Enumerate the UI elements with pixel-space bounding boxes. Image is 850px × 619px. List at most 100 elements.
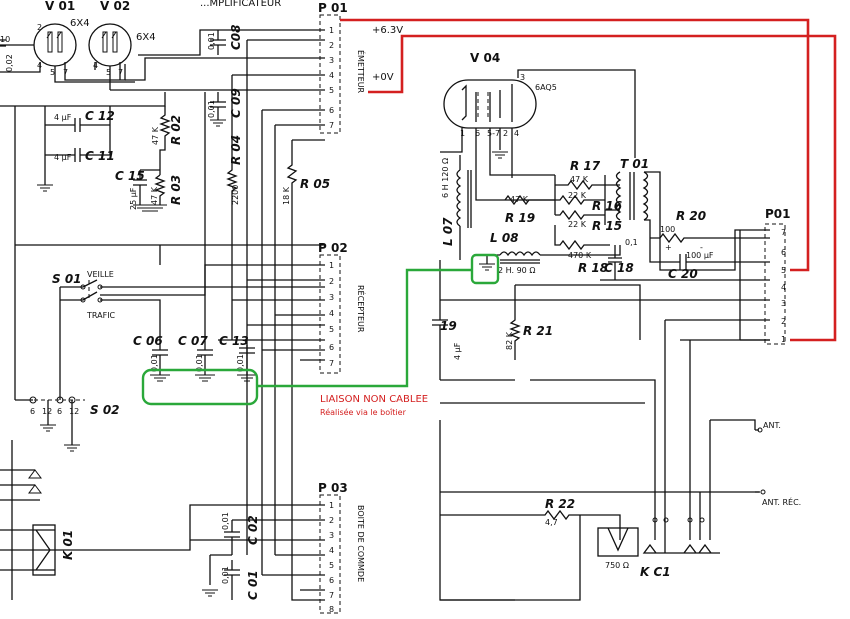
svg-text:4: 4	[329, 71, 334, 80]
tube-v04: V 04 6AQ5 3 1 6 5-7 2 4	[440, 51, 636, 201]
svg-text:4: 4	[329, 309, 334, 318]
green-link	[257, 268, 472, 388]
resistor-750: 750 Ω	[597, 527, 639, 570]
v02-label: V 02	[100, 0, 130, 13]
label-0v: +0V	[372, 72, 394, 83]
svg-text:18 K: 18 K	[282, 186, 291, 205]
svg-text:6 H 120 Ω: 6 H 120 Ω	[441, 158, 450, 198]
connector-p02: P 02 1 2 3 4 5 6 7 RÉCEPTEUR	[318, 241, 367, 374]
svg-text:P 01: P 01	[318, 1, 348, 15]
svg-text:3: 3	[520, 73, 525, 82]
svg-text:7: 7	[781, 228, 786, 237]
svg-text:C 12: C 12	[85, 109, 115, 123]
svg-text:6: 6	[57, 407, 62, 416]
svg-text:1: 1	[329, 501, 334, 510]
svg-text:R 04: R 04	[229, 135, 243, 165]
r02: 47 K R 02	[151, 106, 183, 175]
svg-text:C 20: C 20	[668, 267, 698, 281]
svg-text:1: 1	[329, 26, 334, 35]
r03-c15: C 15 25 μF 47 K R 03	[115, 169, 183, 212]
svg-text:4 μF: 4 μF	[54, 113, 72, 122]
svg-text:BOITE DE COMMDE: BOITE DE COMMDE	[356, 505, 365, 582]
c07: C 07 0,01	[178, 310, 215, 382]
annotations: +6.3V +0V LIAISON NON CABLEE Réalisée vi…	[141, 18, 837, 417]
svg-text:0,01: 0,01	[150, 354, 159, 372]
svg-text:4: 4	[329, 546, 334, 555]
r17-r16-r15: R 17 47 K 22 K R 16 22 K R 15 47 K R 19	[504, 159, 622, 233]
svg-text:6AQ5: 6AQ5	[535, 83, 557, 92]
svg-text:S 02: S 02	[90, 403, 120, 417]
svg-text:3: 3	[781, 299, 786, 308]
svg-text:0,1: 0,1	[625, 238, 638, 247]
r20-c20: R 20 100 + - 100 μF C 20	[649, 175, 770, 281]
svg-text:25 μF: 25 μF	[129, 187, 138, 210]
svg-text:5: 5	[329, 325, 334, 334]
l07: L 07 6 H 120 Ω	[441, 155, 472, 260]
svg-text:5: 5	[781, 266, 786, 275]
svg-text:47 K: 47 K	[510, 195, 529, 204]
svg-text:C 09: C 09	[229, 88, 243, 118]
v01-pin-2: 2	[37, 23, 42, 32]
svg-text:6: 6	[781, 248, 786, 257]
svg-text:RÉCEPTEUR: RÉCEPTEUR	[356, 285, 367, 333]
liaison-subtitle: Réalisée via le boîtier	[320, 407, 407, 417]
svg-text:C 15: C 15	[115, 169, 145, 183]
svg-text:R 18: R 18	[578, 261, 608, 275]
svg-text:5: 5	[329, 561, 334, 570]
r05: 18 K R 05	[282, 139, 330, 601]
svg-text:5-7: 5-7	[487, 129, 500, 138]
svg-text:2: 2	[781, 317, 786, 326]
svg-text:2: 2	[329, 277, 334, 286]
svg-text:2: 2	[329, 41, 334, 50]
svg-text:2200: 2200	[231, 185, 240, 205]
svg-text:V 04: V 04	[470, 51, 500, 65]
svg-text:6: 6	[329, 106, 334, 115]
svg-text:2: 2	[503, 129, 508, 138]
svg-text:0,01: 0,01	[207, 32, 216, 50]
svg-text:19: 19	[440, 319, 457, 333]
svg-text:22 K: 22 K	[568, 191, 587, 200]
svg-text:1: 1	[329, 261, 334, 270]
svg-text:0,01: 0,01	[207, 100, 216, 118]
label-6v3: +6.3V	[372, 25, 403, 36]
svg-text:P 03: P 03	[318, 481, 348, 495]
svg-text:12: 12	[42, 407, 52, 416]
v01-pin-5: 5	[50, 68, 55, 77]
svg-text:0,01: 0,01	[195, 354, 204, 372]
c12-c11: 4 μF C 12 4 μF C 11	[37, 106, 115, 192]
svg-text:R 17: R 17	[570, 159, 601, 173]
svg-text:R 21: R 21	[523, 324, 553, 338]
svg-text:1: 1	[781, 335, 786, 344]
v02-type: 6X4	[136, 32, 156, 43]
svg-text:12: 12	[69, 407, 79, 416]
svg-text:K C1: K C1	[640, 565, 671, 579]
c20-plus: +	[665, 243, 672, 252]
svg-text:100: 100	[660, 225, 675, 234]
liaison-title: LIAISON NON CABLEE	[320, 394, 428, 405]
right-panel: V 04 6AQ5 3 1 6 5-7 2 4 R 17 47 K 22 K R…	[432, 51, 801, 601]
svg-text:R 20: R 20	[676, 209, 706, 223]
c06: C 06 0,01	[133, 334, 170, 382]
svg-text:4: 4	[781, 283, 786, 292]
svg-text:C 11: C 11	[85, 149, 115, 163]
svg-text:47 K: 47 K	[151, 126, 160, 145]
svg-text:R 03: R 03	[169, 175, 183, 205]
r04: R 04 2200	[226, 75, 243, 325]
green-loop-right	[470, 253, 500, 285]
svg-text:6: 6	[329, 576, 334, 585]
r21: 82 K R 21	[505, 284, 641, 360]
svg-text:8: 8	[329, 605, 334, 614]
svg-text:2 H. 90 Ω: 2 H. 90 Ω	[498, 266, 535, 275]
svg-text:82 K: 82 K	[505, 331, 514, 350]
left-panel: ...MPLIFICATEUR V 01 2 4 5 7 V 02 6X4 4 …	[0, 0, 367, 614]
c08: 0,01 C08	[207, 24, 243, 55]
c20-minus: -	[700, 243, 703, 252]
k01-relay: K 01	[0, 440, 325, 600]
ant-rec-label: ANT. RÉC.	[762, 496, 801, 507]
c13: C 13 0,01	[219, 325, 257, 382]
svg-text:5: 5	[329, 86, 334, 95]
svg-text:S 01: S 01	[52, 272, 82, 286]
kc1: K C1	[640, 517, 720, 579]
